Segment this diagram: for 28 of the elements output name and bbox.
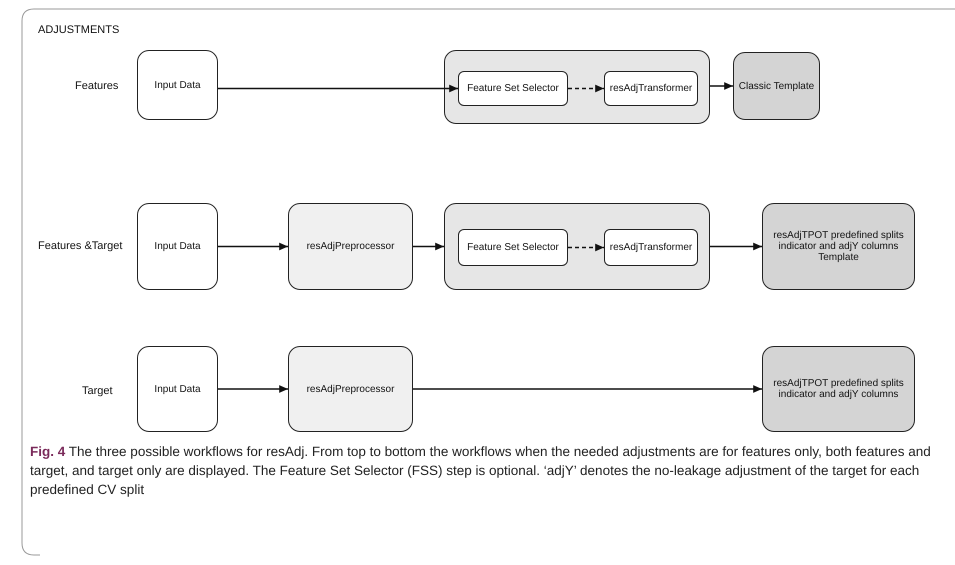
step-box: resAdjTransformer [604, 229, 698, 266]
process-box: resAdjPreprocessor [288, 203, 413, 290]
arrow [568, 244, 604, 252]
step-box: Feature Set Selector [458, 71, 568, 106]
arrow [218, 242, 288, 250]
process-box: Input Data [137, 346, 218, 432]
process-box: Input Data [137, 50, 218, 120]
arrow [413, 385, 762, 393]
arrow [710, 82, 733, 90]
arrow [218, 385, 288, 393]
step-box: resAdjTransformer [604, 71, 698, 106]
row-label: Target [82, 385, 113, 397]
process-box: Classic Template [733, 52, 820, 120]
process-box: Input Data [137, 203, 218, 290]
arrow [568, 84, 604, 92]
row-label: Features &Target [38, 240, 122, 252]
process-box: resAdjPreprocessor [288, 346, 413, 432]
group-box [444, 203, 710, 290]
figure-caption: Fig. 4 The three possible workflows for resAdj. From top to bottom the workflows when the needed adjustments are for features only, both features and target, and target only are displayed. The Feature Set Selector (FSS) step is optional. ‘adjY’ denotes the no-leakage adjustment of the target for each predefined CV split [30, 443, 932, 499]
arrow [218, 84, 458, 92]
step-box: Feature Set Selector [458, 229, 568, 266]
arrow [710, 242, 762, 250]
process-box: resAdjTPOT predefined splits indicator and adjY columns Template [762, 203, 915, 290]
arrow [413, 242, 444, 250]
row-label: Features [75, 80, 118, 92]
process-box: resAdjTPOT predefined splits indicator and adjY columns [762, 346, 915, 432]
group-box [444, 50, 710, 124]
section-heading: ADJUSTMENTS [38, 24, 120, 36]
